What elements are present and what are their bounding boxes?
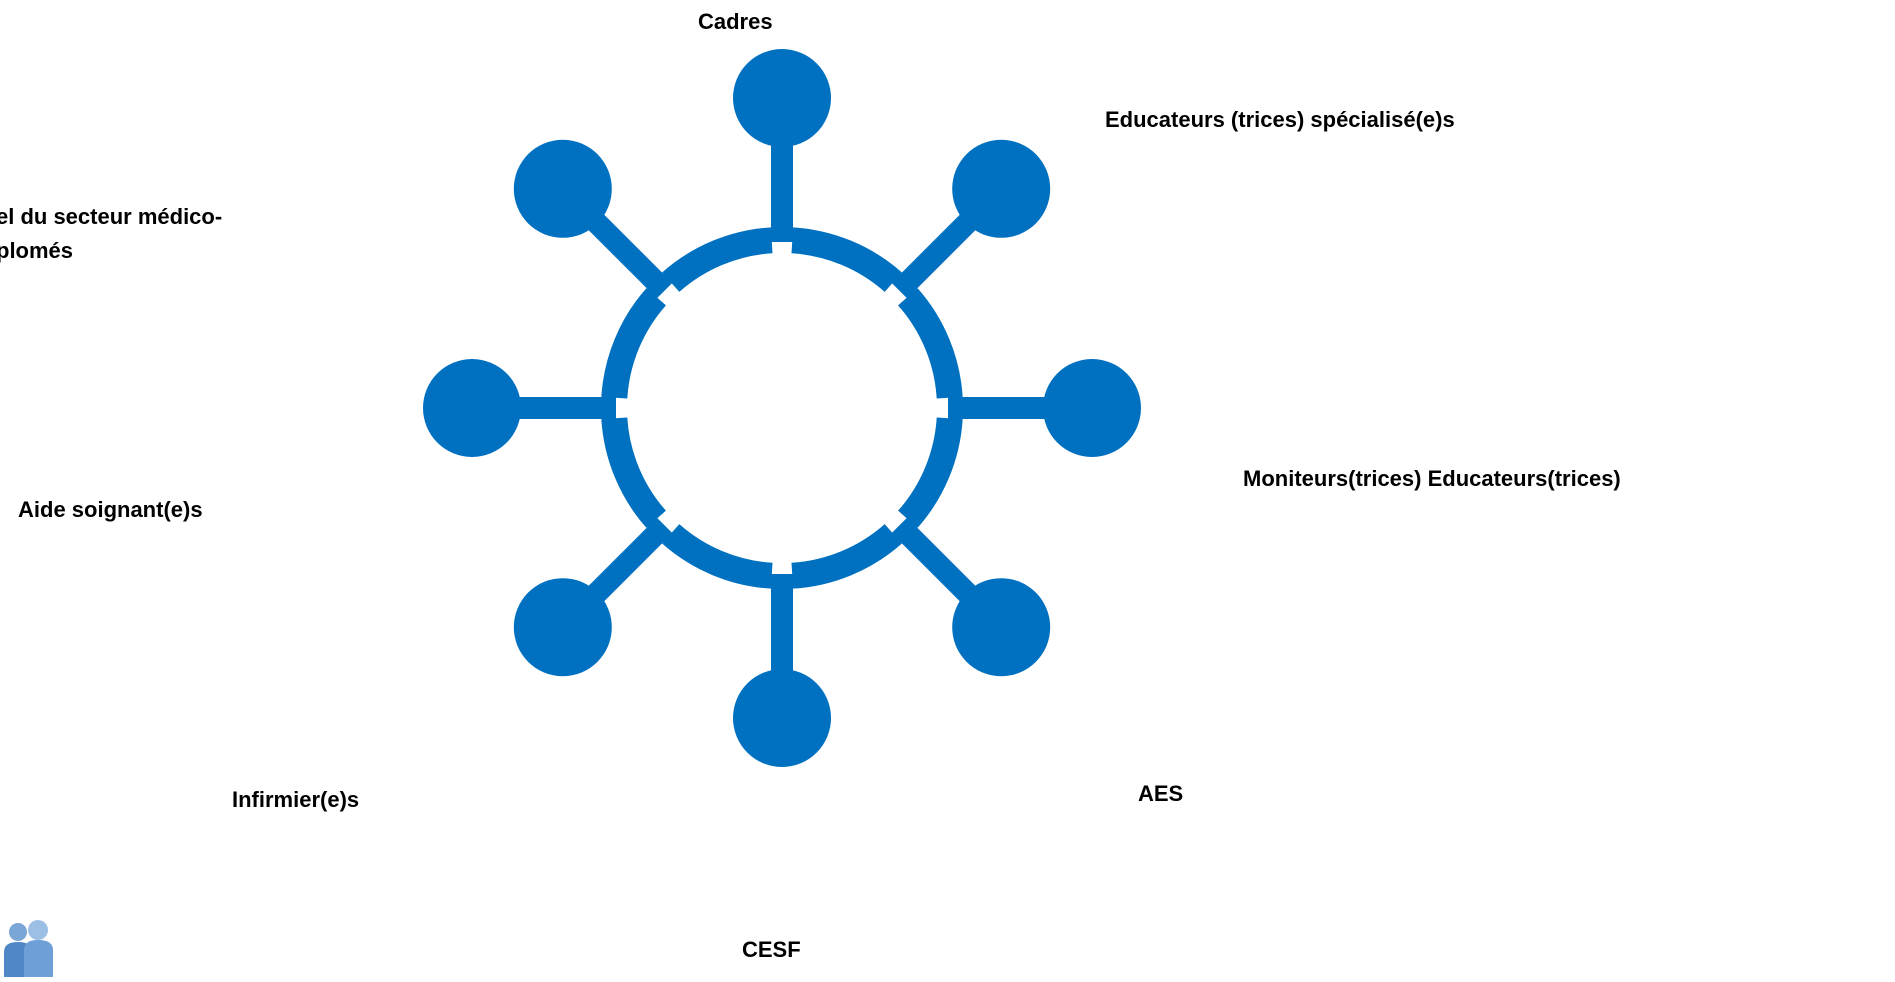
ring-arc	[601, 288, 667, 399]
node-circle-cadres	[733, 49, 831, 147]
node-circle-personnel-medico	[513, 139, 612, 238]
node-circle-moniteurs-educateurs	[1043, 359, 1141, 457]
ring-arc	[791, 227, 902, 293]
node-circle-cesf	[733, 669, 831, 767]
node-circle-educateurs-specialises	[952, 139, 1051, 238]
ring-arc	[897, 417, 963, 528]
node-label-infirmiers: Infirmier(e)s	[232, 787, 360, 812]
spoke-connector	[583, 209, 673, 299]
node-label-moniteurs-educateurs: Moniteurs(trices) Educateurs(trices)	[1243, 466, 1621, 491]
ring-arc	[897, 288, 963, 399]
ring-arcs	[601, 227, 963, 589]
node-label-line: el du secteur médico-	[0, 204, 223, 229]
node-label-cadres: Cadres	[698, 9, 773, 34]
node-label-cesf: CESF	[742, 937, 801, 962]
node-label-aide-soignants: Aide soignant(e)s	[18, 497, 203, 522]
spoke-connector	[891, 517, 981, 607]
node-label-educateurs-specialises: Educateurs (trices) spécialisé(e)s	[1105, 107, 1455, 132]
ring-arc	[662, 523, 773, 589]
spoke-connector	[583, 517, 673, 607]
node-label-line: plomés	[0, 238, 74, 263]
node-circle-aide-soignants	[423, 359, 521, 457]
people-icon	[4, 920, 53, 977]
ring-arc	[601, 417, 667, 528]
ring-arc	[662, 227, 773, 293]
spoke-connector	[891, 209, 981, 299]
node-circles	[423, 49, 1141, 767]
node-label-personnel-medico: el du secteur médico- plomés	[0, 200, 416, 268]
node-circle-infirmiers	[513, 578, 612, 677]
ring-arc	[791, 523, 902, 589]
spokes	[512, 138, 1052, 678]
node-circle-aes	[952, 578, 1051, 677]
node-label-aes: AES	[1138, 781, 1184, 806]
